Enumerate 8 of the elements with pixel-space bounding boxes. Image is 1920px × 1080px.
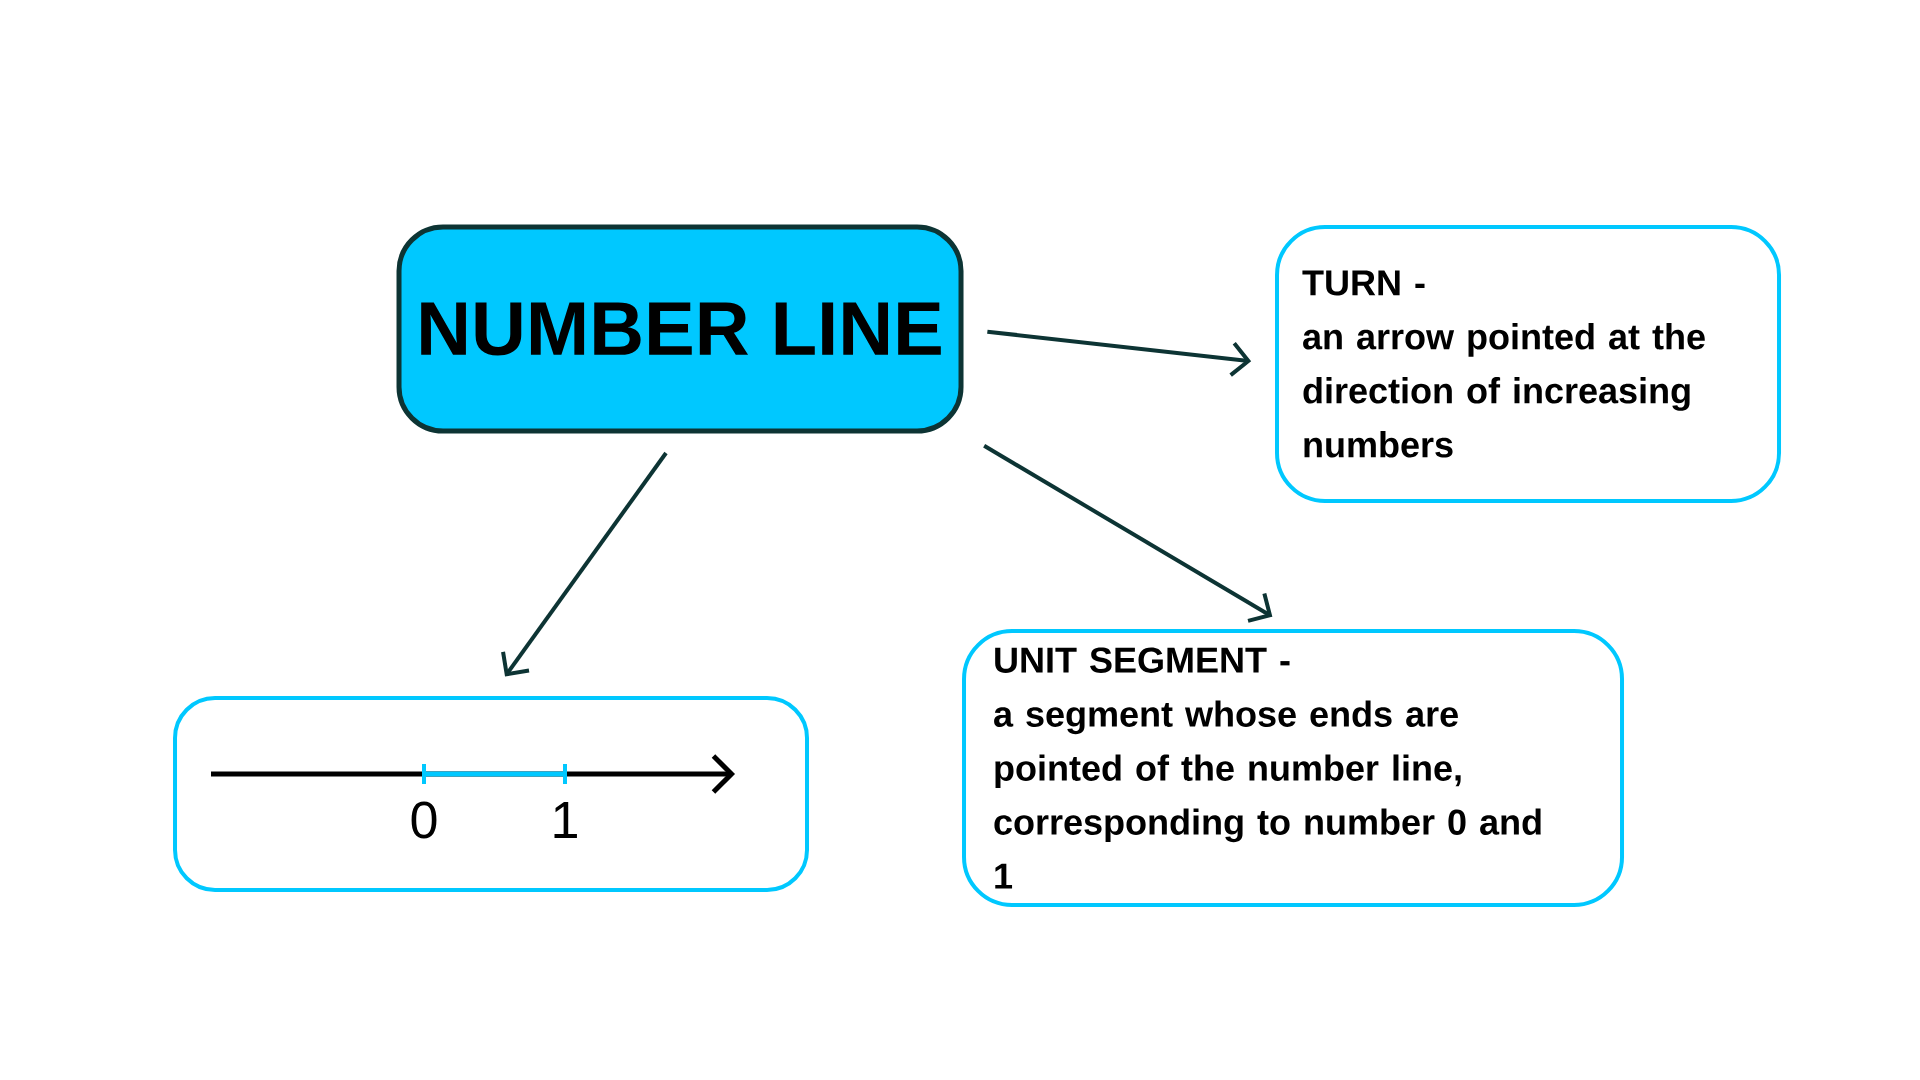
arrow bbox=[501, 451, 668, 677]
text-box: TURN - an arrow pointed at the direction of increasing numbers bbox=[1275, 225, 1781, 503]
text-box: UNIT SEGMENT - a segment whose ends are pointed of the number line, corresponding to number 0 and 1 bbox=[962, 629, 1624, 907]
arrow bbox=[987, 329, 1252, 377]
tick-label: 1 bbox=[554, 802, 577, 838]
tick-label: 0 bbox=[411, 801, 437, 839]
title-box: NUMBER LINE bbox=[396, 224, 964, 434]
arrow bbox=[983, 444, 1273, 623]
